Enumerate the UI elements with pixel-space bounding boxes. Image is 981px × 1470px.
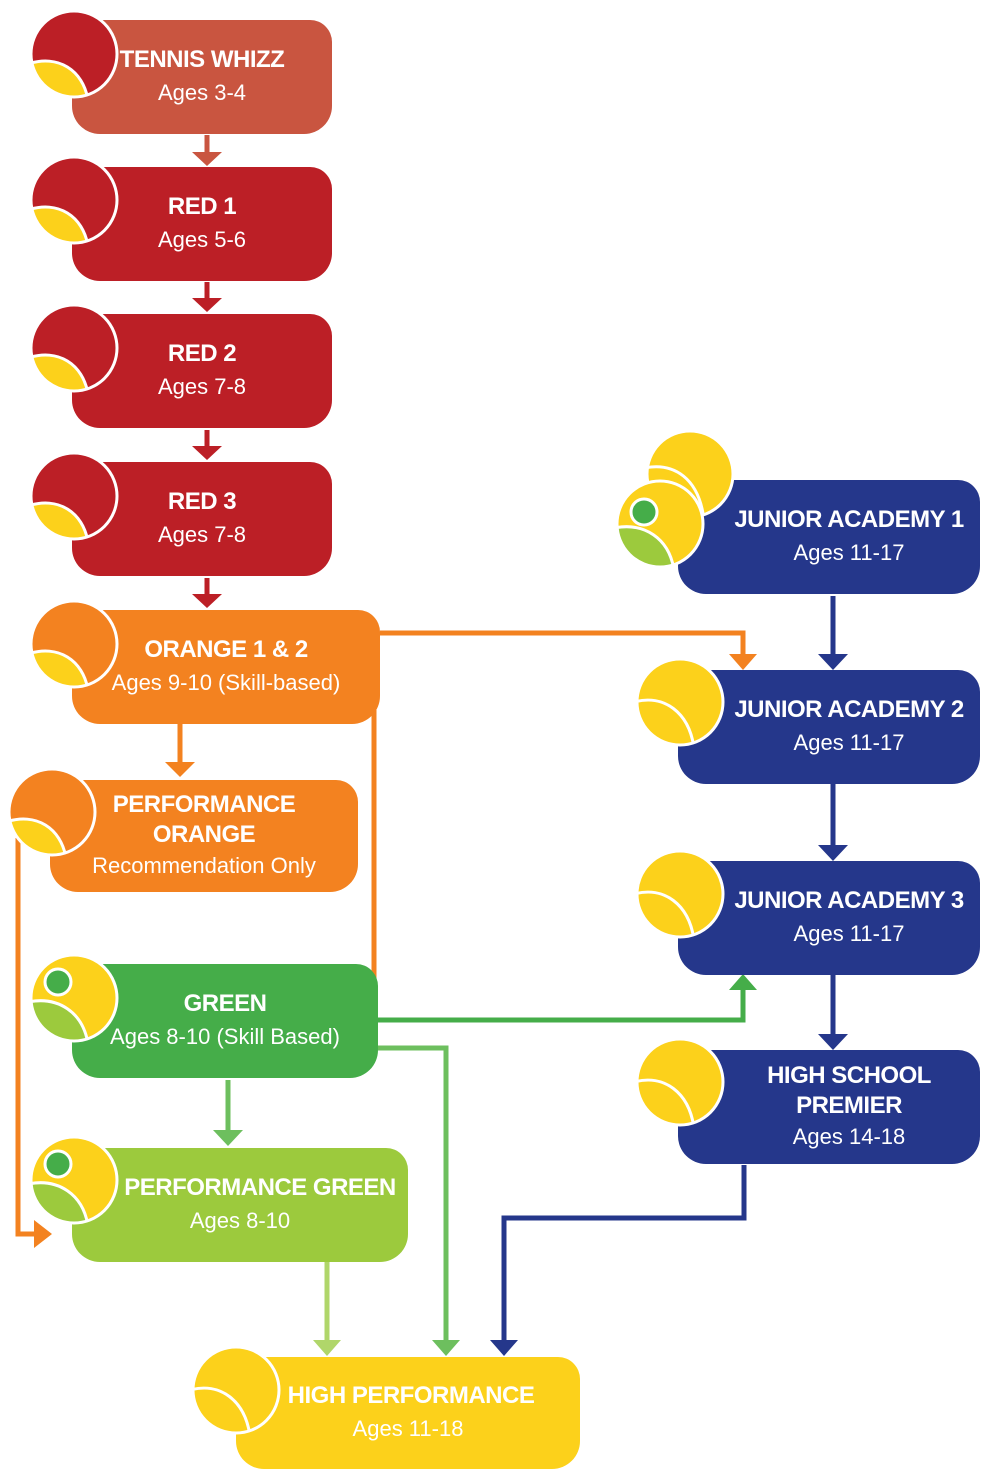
node-title: HIGH PERFORMANCE: [287, 1382, 535, 1409]
node-title: TENNIS WHIZZ: [119, 46, 285, 73]
node-title: JUNIOR ACADEMY 3: [734, 887, 964, 914]
node-subtitle: Ages 5-6: [157, 227, 247, 252]
node-subtitle: Recommendation Only: [92, 853, 316, 878]
node-title: PERFORMANCE GREEN: [124, 1174, 396, 1201]
node-orange-1-2: ORANGE 1 & 2 Ages 9-10 (Skill-based): [72, 610, 380, 724]
tennis-ball-icon: [635, 1037, 725, 1127]
node-title: JUNIOR ACADEMY 2: [734, 696, 964, 723]
node-performance-orange: PERFORMANCE ORANGE Recommendation Only: [50, 780, 358, 892]
node-green: GREEN Ages 8-10 (Skill Based): [72, 964, 378, 1078]
node-performance-green: PERFORMANCE GREEN Ages 8-10: [72, 1148, 408, 1262]
node-subtitle: Ages 3-4: [157, 80, 247, 105]
tennis-ball-icon: [7, 767, 97, 857]
node-subtitle: Ages 11-17: [793, 730, 905, 755]
node-subtitle: Ages 7-8: [157, 522, 247, 547]
node-junior-academy-3: JUNIOR ACADEMY 3 Ages 11-17: [678, 861, 980, 975]
node-title: RED 2: [167, 340, 237, 367]
node-title: JUNIOR ACADEMY 1: [734, 506, 964, 533]
node-red-1: RED 1 Ages 5-6: [72, 167, 332, 281]
tennis-ball-icon: [191, 1345, 281, 1435]
node-junior-academy-1: JUNIOR ACADEMY 1 Ages 11-17: [678, 480, 980, 594]
node-subtitle: Ages 8-10 (Skill Based): [110, 1024, 340, 1049]
tennis-ball-icon: [635, 657, 725, 747]
node-title: RED 1: [167, 193, 237, 220]
node-title: HIGH SCHOOL PREMIER: [767, 1062, 931, 1119]
node-title: PERFORMANCE ORANGE: [112, 791, 296, 848]
node-high-performance: HIGH PERFORMANCE Ages 11-18: [236, 1357, 580, 1469]
tennis-ball-icon: [29, 303, 119, 393]
node-subtitle: Ages 11-17: [793, 540, 905, 565]
tennis-ball-icon: [615, 479, 705, 569]
tennis-ball-icon: [635, 849, 725, 939]
node-subtitle: Ages 11-18: [352, 1416, 464, 1441]
tennis-ball-icon: [29, 9, 119, 99]
node-title: RED 3: [167, 488, 237, 515]
tennis-ball-icon: [29, 953, 119, 1043]
node-title: GREEN: [183, 990, 267, 1017]
node-subtitle: Ages 14-18: [792, 1124, 906, 1149]
node-high-school-premier: HIGH SCHOOL PREMIER Ages 14-18: [678, 1050, 980, 1164]
tennis-ball-icon: [645, 429, 735, 519]
node-subtitle: Ages 8-10: [189, 1208, 291, 1233]
tennis-ball-icon: [29, 451, 119, 541]
node-subtitle: Ages 11-17: [793, 921, 905, 946]
node-subtitle: Ages 9-10 (Skill-based): [111, 670, 341, 695]
node-title: ORANGE 1 & 2: [144, 636, 308, 663]
tennis-ball-icon: [29, 1135, 119, 1225]
tennis-ball-icon: [29, 155, 119, 245]
node-junior-academy-2: JUNIOR ACADEMY 2 Ages 11-17: [678, 670, 980, 784]
node-subtitle: Ages 7-8: [157, 374, 247, 399]
tennis-ball-icon: [29, 599, 119, 689]
